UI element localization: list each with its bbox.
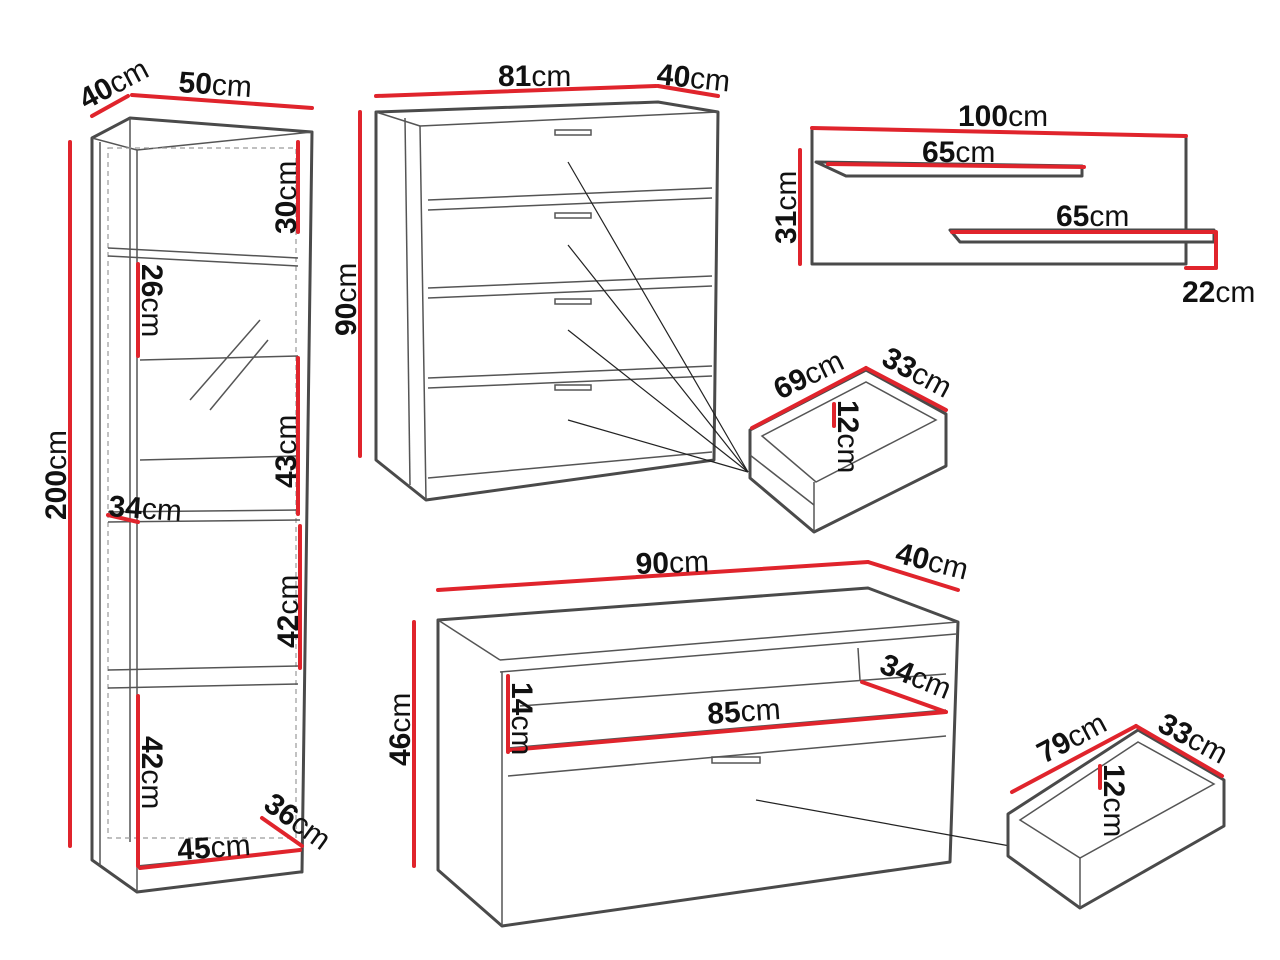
bench-shelf-back [519,673,947,707]
chest-guide-2 [567,244,749,473]
label-chest-width: 81cm [498,60,571,93]
chest-drawer-line-4 [427,451,713,479]
bench-body [436,586,960,928]
dim-line-inner-width [138,848,302,870]
label-shelf-top: 30cm [270,161,303,234]
label-inner-depth: 34cm [108,490,183,528]
chest-handle-1 [554,129,592,136]
label-wall-width: 100cm [958,100,1048,133]
label-bookcase-width: 50cm [178,66,253,104]
label-bookcase-height: 200cm [40,430,73,520]
label-bench-inner-width: 85cm [706,693,781,731]
label-bench-depth: 40cm [892,537,971,587]
chest-top-side [375,111,421,127]
chest-guide-3 [567,329,749,473]
dim-line-chest-drawer-depth [864,366,948,412]
chest-drawer-line-2b [427,285,713,299]
bench-inner-wall [857,647,861,681]
bookcase-top-front [136,131,313,151]
dim-line-bench-drawer-depth [1134,724,1224,778]
label-chest-height: 90cm [330,263,363,336]
chest-drawer-front-line [749,454,815,506]
dim-line-chest-drawer-width [750,366,868,430]
bookcase-shelf-4-front [107,683,299,689]
dim-line-bottom-depth [260,816,304,848]
dim-line-chest-depth [656,84,720,98]
dim-line-inner-depth [106,513,140,524]
label-shelf-4: 42cm [272,575,305,648]
glass-reflection-2 [209,339,269,411]
chest-guide-1 [567,161,749,473]
label-bench-drawer-height: 12cm [1097,764,1130,837]
label-chest-drawer-height: 12cm [831,400,864,473]
bookcase-shelf-3-front [107,519,301,523]
dim-line-bookcase-depth [90,94,130,118]
chest-top-front [419,111,719,127]
bench-top-front [499,621,959,661]
chest-handle-2 [554,212,592,219]
bench-shelf-front [507,709,947,749]
dim-line-bench-inner-depth [860,680,948,714]
chest-handle-4 [554,384,592,391]
chest-drawer-inner [760,381,938,483]
label-glass: 43cm [270,415,303,488]
chest-drawer-line-1 [427,187,713,201]
bench-top-side [437,619,501,661]
label-chest-depth: 40cm [655,58,731,98]
chest-drawer-line-2 [427,275,713,289]
label-wall-depth: 22cm [1182,276,1255,309]
dim-line-chest-width [374,84,658,98]
chest-front-edge [419,125,427,501]
chest-guide-4 [567,419,749,473]
label-bench-opening: 14cm [505,682,538,755]
chest-drawing [374,100,749,502]
label-wall-height: 31cm [770,171,803,244]
dim-line-bench-inner-width [508,710,948,752]
dim-line-bench-depth [866,560,960,592]
dim-line-bookcase-width [130,93,314,110]
bookcase-glass-bottom [139,455,299,461]
bookcase-shelf-1-front [107,255,299,267]
bookcase-shelf-4 [107,665,299,671]
dim-line-bench-width [436,560,870,592]
dim-line-bench-drawer-width [1010,724,1138,794]
label-wall-upper: 65cm [922,136,995,169]
label-bottom-space: 42cm [135,736,168,809]
chest-drawer-drawing [748,368,948,534]
chest-body [374,100,720,502]
glass-reflection-1 [189,319,261,401]
bench-drawer-box [1006,728,1226,910]
wall-shelf-drawing [810,126,1216,266]
dimension-labels: 40cm 50cm 200cm 30cm 26cm 43cm 34cm 42cm… [40,53,1255,867]
label-inner-width: 45cm [176,829,251,867]
label-bench-height: 46cm [384,693,417,766]
bookcase-shelf-1 [107,247,299,259]
chest-handle-3 [554,298,592,305]
chest-drawer-line-3 [427,365,713,379]
bookcase-shelf-2 [139,355,299,361]
label-bookcase-depth: 40cm [74,53,154,117]
bench-handle [711,756,761,764]
label-bench-width: 90cm [635,545,709,581]
bookcase-shelf-3 [107,509,301,513]
dimension-lines [68,84,1224,870]
chest-side-edge [404,117,411,486]
bookcase-drawing [90,116,314,894]
dim-line-wall-width [810,126,1188,138]
wall-shelf-back-panel [810,126,1188,266]
bench-drawing [436,586,1011,928]
label-wall-lower: 65cm [1056,200,1129,233]
dim-line-wall-upper [826,162,1086,169]
bench-drawer-top [507,735,947,777]
bench-guide [755,799,1011,847]
chest-drawer-line-1b [427,197,713,211]
bench-top-front-b [499,633,957,673]
label-shelf-2: 26cm [135,264,168,337]
chest-drawer-line-3b [427,375,713,389]
